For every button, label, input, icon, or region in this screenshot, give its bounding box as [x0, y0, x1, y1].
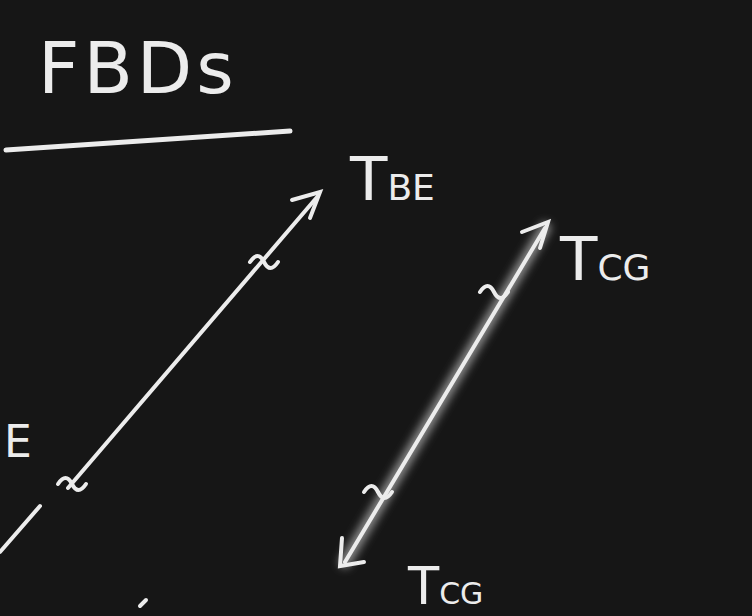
point-label: E	[4, 420, 32, 464]
force-arrowhead	[292, 192, 320, 218]
cut-mark	[480, 286, 508, 298]
force-label: TCG	[560, 228, 650, 289]
member-line	[0, 506, 40, 552]
force-label: TCG	[408, 561, 483, 612]
member-line	[345, 228, 545, 562]
board-title: FBDs	[38, 32, 238, 104]
cut-mark	[58, 478, 86, 490]
chalk-stroke	[140, 600, 146, 606]
chalk-smudge	[345, 228, 545, 562]
force-arrowhead	[340, 538, 364, 566]
member-line	[68, 196, 318, 488]
title-underline	[6, 131, 290, 150]
cut-mark	[364, 486, 392, 498]
cut-mark	[250, 256, 278, 268]
force-label: TBE	[350, 148, 435, 209]
force-arrowhead	[522, 222, 548, 248]
